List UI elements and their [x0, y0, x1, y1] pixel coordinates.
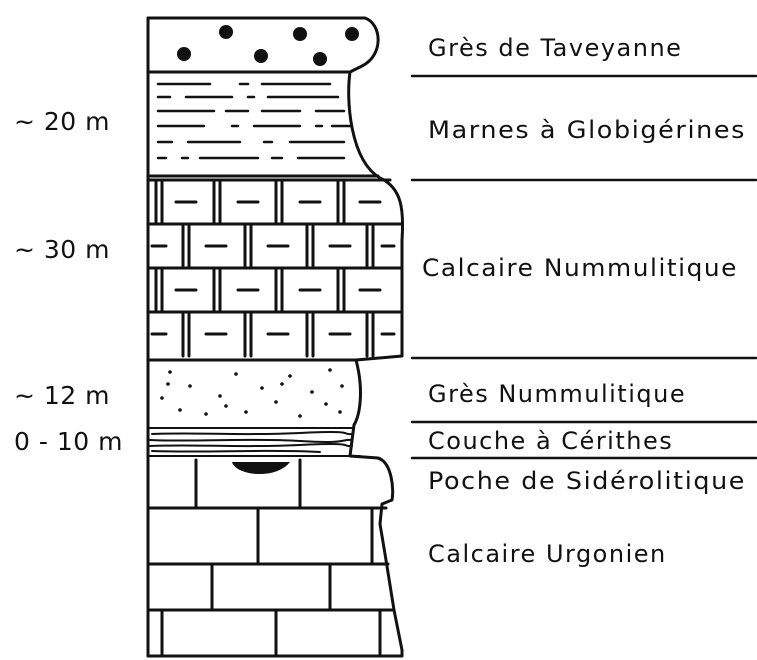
thickness-label-couche-cerithes: 0 - 10 m [14, 427, 123, 456]
unit-label-taveyanne: Grès de Taveyanne [428, 34, 682, 62]
marnes-pattern [158, 84, 350, 158]
siderolitique-pocket [232, 462, 290, 474]
thickness-label-marnes: ~ 20 m [14, 107, 110, 136]
unit-label-gres-nummulitique: Grès Nummulitique [428, 380, 686, 408]
unit-label-siderolitique: Poche de Sidérolitique [428, 467, 746, 495]
gres-nummulitique-stipple [160, 368, 344, 418]
calcaire-urgonien-pattern [148, 460, 394, 656]
unit-label-marnes: Marnes à Globigérines [428, 116, 746, 144]
calcaire-nummulitique-pattern [148, 180, 402, 356]
couche-cerithes-laminae [148, 428, 360, 456]
unit-labels: Grès de Taveyanne Marnes à Globigérines … [422, 34, 746, 568]
thickness-label-gres-nummulitique: ~ 12 m [14, 381, 110, 410]
column-profile-outline [148, 18, 403, 656]
taveyanne-conglomerate [177, 25, 359, 66]
unit-label-urgonien: Calcaire Urgonien [428, 540, 667, 568]
unit-label-cerithes: Couche à Cérithes [428, 427, 673, 455]
unit-label-calcaire-nummulitique: Calcaire Nummulitique [422, 254, 738, 282]
thickness-label-calcaire-nummulitique: ~ 30 m [14, 235, 110, 264]
thickness-labels: ~ 20 m ~ 30 m ~ 12 m 0 - 10 m [14, 107, 123, 456]
